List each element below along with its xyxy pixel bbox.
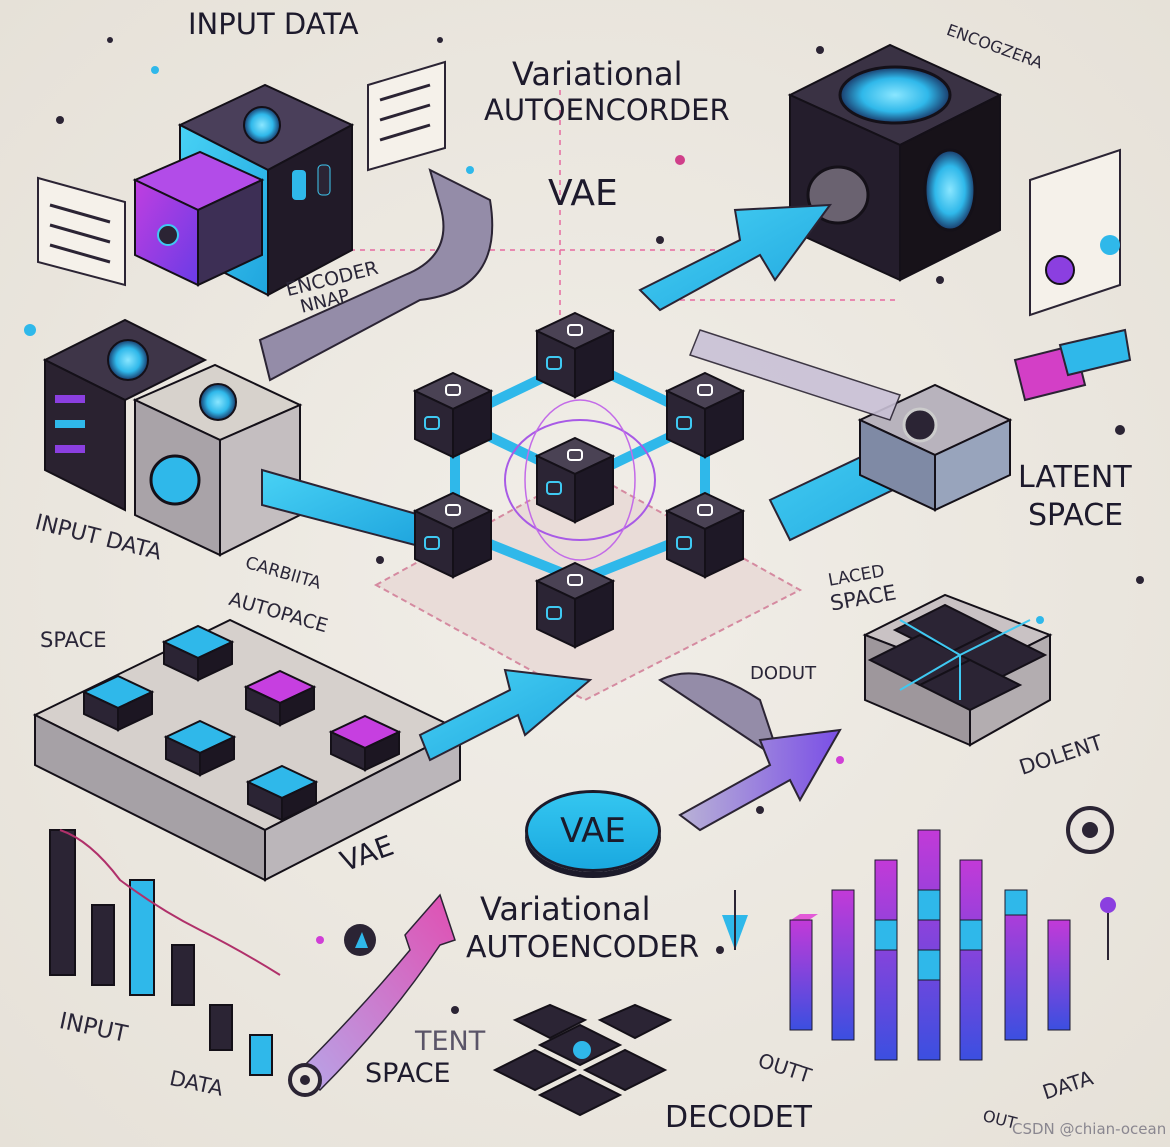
label-latent-right-line2: SPACE [1028, 498, 1124, 533]
title-top-line2: AUTOENCORDER [484, 93, 730, 127]
small-block-blue [1058, 328, 1132, 377]
cube-network [414, 312, 744, 648]
encoder-cube [787, 43, 1003, 282]
label-latent-right-line1: LATENT [1018, 460, 1132, 495]
arrow-left-to-center [261, 468, 422, 547]
ribbon-right [689, 329, 901, 421]
left-machine [42, 318, 303, 557]
right-connector [857, 383, 1013, 512]
watermark: CSDN @chian-ocean [1012, 1120, 1167, 1138]
title-bottom-line1: Variational [480, 890, 651, 928]
title-top-line1: Variational [512, 55, 683, 93]
latent-tiles [862, 593, 1053, 747]
arrow-to-encoder [638, 203, 833, 312]
arrow-from-platform [418, 668, 593, 762]
vae-pill-text: VAE [560, 811, 626, 851]
latent-platform [32, 618, 463, 882]
guide-lines [350, 90, 900, 320]
output-bars [789, 829, 1116, 1061]
label-vae-top: VAE [548, 173, 618, 214]
ribbon-arrow-top [258, 168, 494, 382]
panel-lines [49, 83, 431, 264]
label-tent: TENT [415, 1026, 486, 1057]
label-dodut: DODUT [750, 663, 817, 684]
arrow-purple [678, 728, 842, 832]
decoder-cluster [492, 1003, 673, 1117]
label-space-bottom: SPACE [365, 1058, 451, 1089]
label-decodet: DECODET [665, 1100, 812, 1135]
vae-pill: VAE [525, 790, 661, 872]
arrow-up [298, 893, 456, 1092]
label-input-data-top: INPUT DATA [188, 7, 359, 41]
input-cube-cluster [132, 83, 355, 297]
title-bottom-line2: AUTOENCODER [466, 930, 700, 965]
label-space-left: SPACE [40, 628, 107, 652]
bar-chart-left [49, 829, 281, 1076]
